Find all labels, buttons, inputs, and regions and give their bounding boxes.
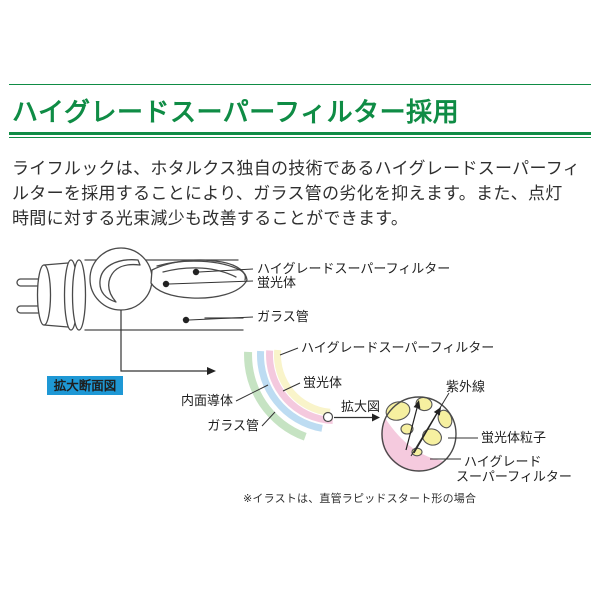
filter-label-line2: スーパーフィルター <box>456 469 572 484</box>
page-title: ハイグレードスーパーフィルター採用 <box>12 97 460 127</box>
illustration-note: ※イラストは、直管ラピッドスタート形の場合 <box>243 493 477 505</box>
cutaway-cross-section <box>99 259 141 303</box>
leader-line-glass <box>188 316 254 321</box>
layer-phosphor-band <box>273 349 331 416</box>
intro-line-2: ルターを採用することにより、ガラス管の劣化を抑えます。また、点灯 <box>12 184 563 203</box>
leader-dot-glass <box>182 316 190 324</box>
phosphor-particle <box>400 423 414 435</box>
heading-underline-thick <box>9 132 591 135</box>
lamp-cap-ring2 <box>71 259 87 331</box>
arc-end-marker <box>322 411 334 423</box>
section-badge-label: 拡大断面図 <box>54 378 117 393</box>
leader-line-phosphor <box>168 280 254 285</box>
intro-line-1: ライフルックは、ホタルクス独自の技術であるハイグレードスーパーフィ <box>12 159 581 178</box>
cutaway-strip-inner <box>162 267 237 278</box>
tube-label-phosphor: 蛍光体 <box>257 275 296 290</box>
uv-arrow-shaft <box>413 413 438 454</box>
uv-arrow-shaft <box>405 407 418 451</box>
particle-label: 蛍光体粒子 <box>481 430 546 445</box>
pointer-line <box>120 310 207 372</box>
pointer-arrowhead <box>207 367 216 375</box>
filter-label-line1: ハイグレード <box>464 454 541 469</box>
layer-conductor-band <box>256 350 323 432</box>
tube-label-filter: ハイグレードスーパーフィルター <box>257 261 450 276</box>
arc-leader-phosphor <box>282 382 301 392</box>
cutaway-opening <box>150 259 248 299</box>
arc-label-filter: ハイグレードスーパーフィルター <box>301 340 494 355</box>
filter-crescent <box>381 418 444 472</box>
uv-arrowhead <box>413 400 421 409</box>
intro-paragraph: ライフルックは、ホタルクス独自の技術であるハイグレードスーパーフィ ルターを採用… <box>12 156 580 231</box>
heading-underline-thin <box>9 137 591 138</box>
tube-label-glass: ガラス管 <box>257 309 309 324</box>
arc-label-magnify: 拡大図 <box>341 399 380 414</box>
arc-leader-filter <box>279 347 299 356</box>
lamp-cap-face <box>36 264 52 326</box>
arc-label-glass: ガラス管 <box>207 418 259 433</box>
magnifier-circle <box>89 247 153 311</box>
leader-line-filter <box>198 268 254 273</box>
arc-label-conductor: 内面導体 <box>181 393 233 408</box>
phosphor-particle <box>422 428 442 446</box>
uv-label: 紫外線 <box>446 379 485 394</box>
uv-arrowhead <box>433 407 441 416</box>
arc-leader-glass <box>261 411 276 427</box>
intro-line-3: 時間に対する光束減少も改善することができます。 <box>12 209 409 228</box>
magnify-arrowhead <box>372 413 380 422</box>
top-rule <box>9 84 591 85</box>
phosphor-particle <box>385 401 411 421</box>
section-badge <box>47 376 123 395</box>
leader-dot-filter <box>192 268 200 276</box>
leader-dot-phosphor <box>162 280 170 288</box>
layer-glass-band <box>244 351 307 441</box>
magnified-circle-outline <box>381 396 457 472</box>
lamp-diagram: ハイグレードスーパーフィルター 蛍光体 ガラス管 拡大断面図 ハイグレードスーパ… <box>16 247 572 484</box>
arc-label-phosphor: 蛍光体 <box>303 375 342 390</box>
arc-leader-conductor <box>235 384 269 402</box>
